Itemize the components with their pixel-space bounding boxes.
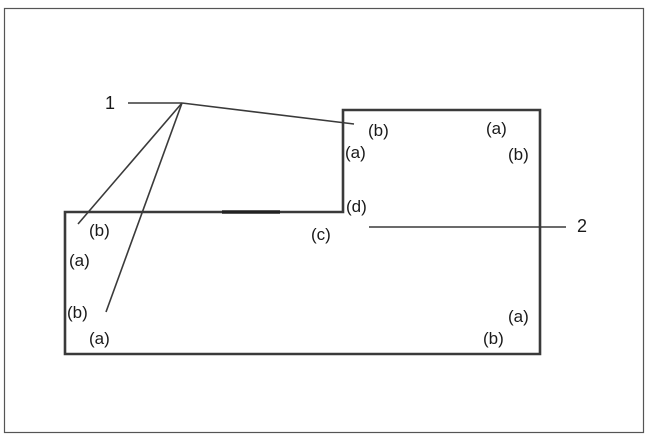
- label-right-bottom-b: (b): [483, 329, 504, 348]
- label-inner-d: (d): [346, 197, 367, 216]
- label-top-left-corner-b: (b): [368, 121, 389, 140]
- label-top-left-corner-a: (a): [345, 143, 366, 162]
- label-left-bottom-a: (a): [89, 329, 110, 348]
- callout-1-leader-to-left-top: [77, 102, 183, 225]
- label-left-bottom-b: (b): [67, 303, 88, 322]
- callout-1-leader-to-top-corner: [181, 102, 355, 125]
- callout-1-leader-to-left-bottom: [105, 102, 183, 313]
- label-left-top-b: (b): [89, 221, 110, 240]
- l-shape-outline: [63, 108, 542, 356]
- label-left-top-a: (a): [69, 251, 90, 270]
- callout-1-number: 1: [105, 93, 115, 113]
- label-top-right-b: (b): [508, 145, 529, 164]
- label-inner-c: (c): [311, 225, 331, 244]
- label-top-right-a: (a): [486, 119, 507, 138]
- label-right-bottom-a: (a): [508, 307, 529, 326]
- frame-border: [3, 7, 645, 434]
- callout-2-number: 2: [577, 216, 587, 236]
